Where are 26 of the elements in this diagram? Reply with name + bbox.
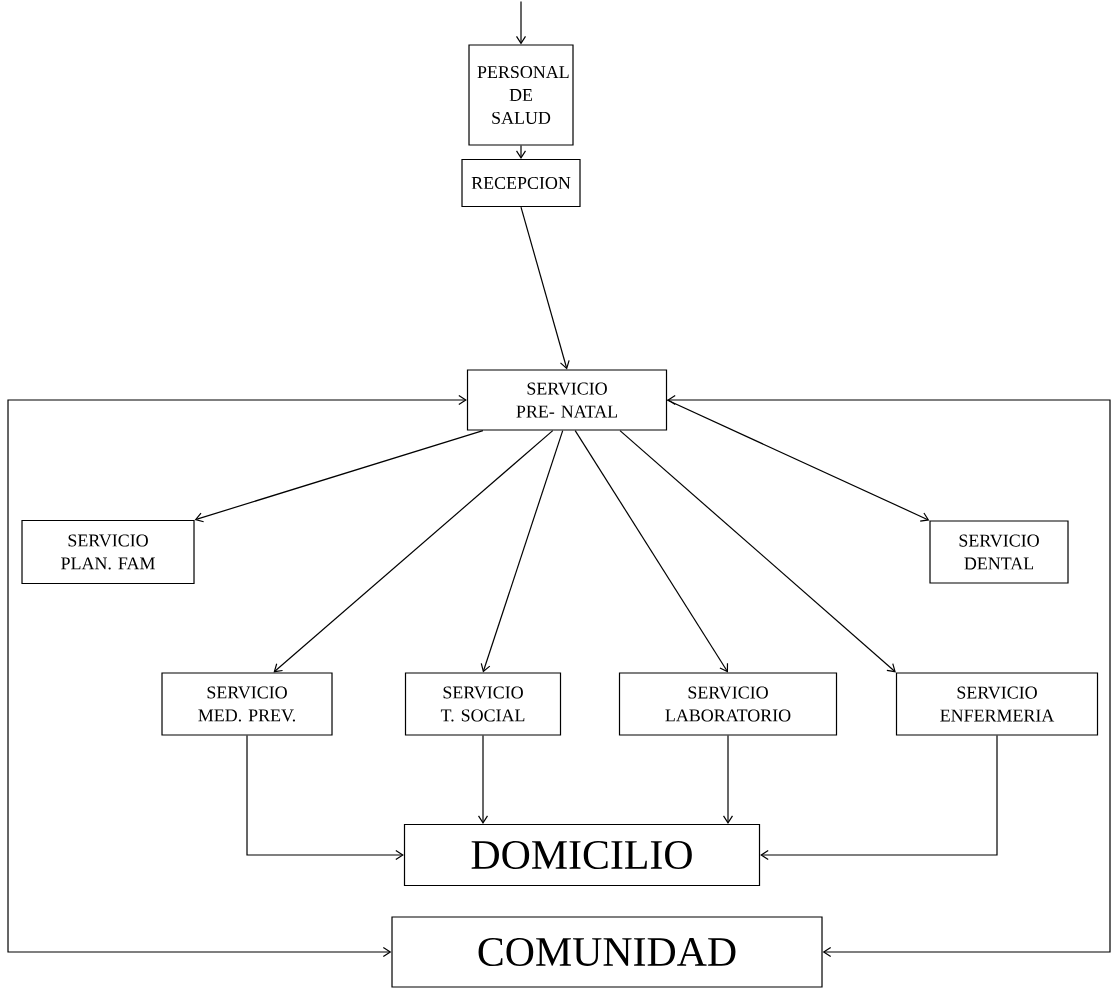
- arrow: [7, 394, 467, 958]
- process-box: SERVICIO DENTAL: [929, 520, 1069, 584]
- arrow: [515, 0, 527, 45]
- arrow: [574, 430, 729, 673]
- arrow: [273, 430, 554, 673]
- arrow: [515, 145, 527, 159]
- arrow: [667, 394, 1111, 958]
- process-box: SERVICIO ENFERMERIA: [895, 672, 1099, 736]
- process-box: SERVICIO PRE- NATAL: [466, 369, 668, 431]
- process-box: DOMICILIO: [403, 823, 761, 887]
- process-box: SERVICIO LABORATORIO: [618, 672, 838, 736]
- process-box: COMUNIDAD: [391, 916, 823, 988]
- arrow: [194, 430, 484, 523]
- arrow: [760, 735, 998, 861]
- process-box: PERSONAL DE SALUD: [468, 44, 574, 146]
- process-box: RECEPCION: [461, 158, 581, 208]
- arrow: [246, 735, 404, 861]
- arrow: [722, 735, 734, 824]
- process-box: SERVICIO T. SOCIAL: [404, 672, 562, 736]
- arrow: [520, 206, 570, 370]
- arrow: [666, 399, 930, 522]
- arrow: [619, 430, 896, 673]
- arrow: [480, 430, 564, 673]
- process-box: SERVICIO MED. PREV.: [161, 672, 333, 736]
- arrow: [477, 735, 489, 824]
- process-box: SERVICIO PLAN. FAM: [21, 519, 195, 585]
